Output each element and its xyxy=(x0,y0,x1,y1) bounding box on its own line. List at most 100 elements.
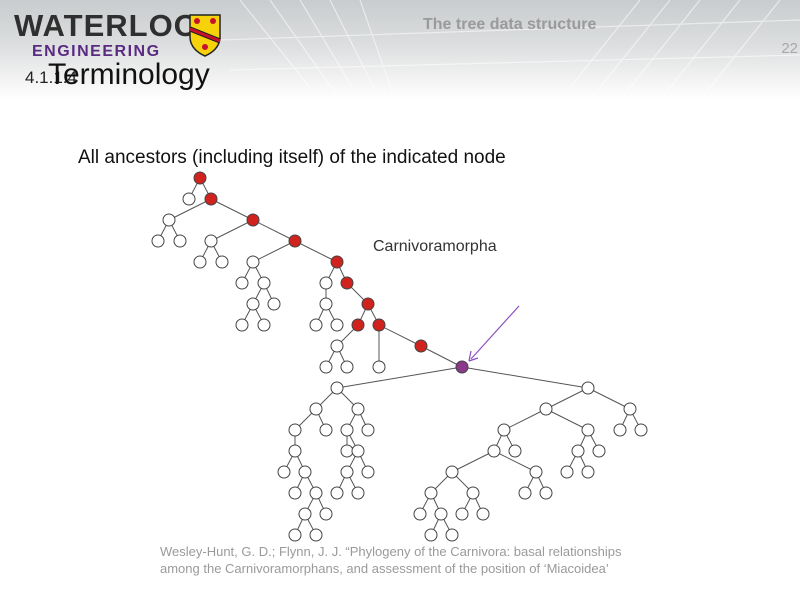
tree-node xyxy=(351,486,365,500)
tree-node xyxy=(193,255,207,269)
tree-node xyxy=(497,423,511,437)
page-number: 22 xyxy=(781,40,798,57)
ancestor-node xyxy=(330,255,344,269)
tree-edge xyxy=(336,366,463,389)
slide-title: Terminology xyxy=(48,58,210,91)
ancestor-node xyxy=(204,192,218,206)
tree-node xyxy=(288,486,302,500)
ancestor-node xyxy=(414,339,428,353)
tree-node xyxy=(351,402,365,416)
tree-node xyxy=(508,444,522,458)
tree-node xyxy=(319,360,333,374)
tree-node xyxy=(623,402,637,416)
tree-node xyxy=(372,360,386,374)
clade-label: Carnivoramorpha xyxy=(373,238,497,255)
indicator-arrow xyxy=(468,305,520,362)
tree-edge xyxy=(493,450,537,473)
tree-node xyxy=(340,444,354,458)
tree-edge xyxy=(252,240,296,263)
tree-node xyxy=(288,423,302,437)
brand-name: WATERLOO xyxy=(14,8,199,43)
tree-node xyxy=(445,465,459,479)
tree-node xyxy=(351,444,365,458)
tree-node xyxy=(592,444,606,458)
ancestor-node xyxy=(372,318,386,332)
tree-node xyxy=(330,486,344,500)
ancestor-node xyxy=(351,318,365,332)
tree-node xyxy=(298,507,312,521)
arrow-head xyxy=(468,350,479,362)
ancestor-node xyxy=(361,297,375,311)
tree-node xyxy=(246,297,260,311)
tree-node xyxy=(288,444,302,458)
tree-node xyxy=(529,465,543,479)
tree-node xyxy=(361,465,375,479)
tree-edge xyxy=(420,345,463,368)
tree-node xyxy=(235,318,249,332)
tree-node xyxy=(319,507,333,521)
ancestor-node xyxy=(340,276,354,290)
tree-edges xyxy=(157,177,642,536)
tree-node xyxy=(571,444,585,458)
tree-node xyxy=(539,486,553,500)
citation-line-2: among the Carnivoramorphans, and assessm… xyxy=(160,561,609,576)
tree-node xyxy=(581,381,595,395)
tree-node xyxy=(204,234,218,248)
tree-node xyxy=(298,465,312,479)
tree-node xyxy=(434,507,448,521)
tree-node xyxy=(319,297,333,311)
tree-node xyxy=(309,318,323,332)
tree-node xyxy=(173,234,187,248)
tree-node xyxy=(215,255,229,269)
tree-edge xyxy=(210,198,254,221)
tree-nodes xyxy=(151,171,648,542)
tree-node xyxy=(581,465,595,479)
tree-edge xyxy=(451,450,495,473)
crest-icon xyxy=(189,14,221,57)
tree-node xyxy=(581,423,595,437)
tree-node xyxy=(246,255,260,269)
tree-node xyxy=(277,465,291,479)
tree-node xyxy=(330,381,344,395)
tree-node xyxy=(340,360,354,374)
tree-node xyxy=(518,486,532,500)
tree-node xyxy=(340,423,354,437)
tree-node xyxy=(162,213,176,227)
tree-node xyxy=(182,192,196,206)
tree-node xyxy=(267,297,281,311)
tree-edge xyxy=(503,408,547,431)
tree-node xyxy=(309,402,323,416)
tree-node xyxy=(445,528,459,542)
section-number: 4.1.1.4 xyxy=(25,68,77,87)
ancestor-node xyxy=(193,171,207,185)
header-banner xyxy=(0,0,800,100)
ancestor-node xyxy=(246,213,260,227)
tree-node xyxy=(424,528,438,542)
tree-node xyxy=(487,444,501,458)
tree-node xyxy=(257,318,271,332)
tree-edge xyxy=(378,324,422,347)
tree-node xyxy=(560,465,574,479)
tree-node xyxy=(309,528,323,542)
tree-node xyxy=(257,276,271,290)
tree-node xyxy=(424,486,438,500)
tree-node xyxy=(455,507,469,521)
tree-node xyxy=(319,423,333,437)
tree-node xyxy=(613,423,627,437)
header-background-lines xyxy=(219,0,800,100)
tree-edge xyxy=(210,219,254,242)
slide-subtitle: All ancestors (including itself) of the … xyxy=(78,147,506,168)
tree-node xyxy=(476,507,490,521)
brand-faculty: ENGINEERING xyxy=(32,43,161,60)
tree-node xyxy=(361,423,375,437)
tree-edge xyxy=(587,387,631,410)
citation-line-1: Wesley-Hunt, G. D.; Flynn, J. J. “Phylog… xyxy=(160,544,622,559)
tree-node xyxy=(319,276,333,290)
citation: Wesley-Hunt, G. D.; Flynn, J. J. “Phylog… xyxy=(160,543,621,577)
tree-node xyxy=(309,486,323,500)
tree-node xyxy=(413,507,427,521)
university-logo: WATERLOO ENGINEERING xyxy=(14,10,199,62)
tree-node xyxy=(235,276,249,290)
